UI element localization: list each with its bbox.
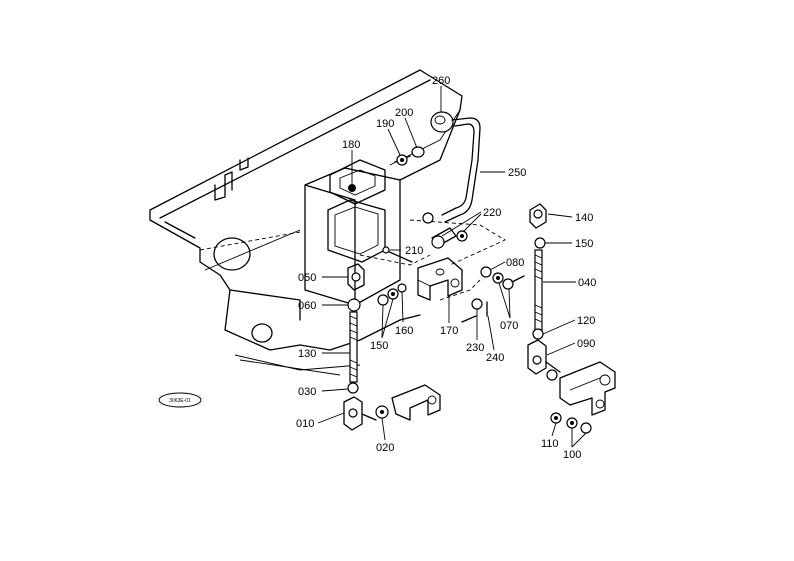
right-rod-assembly [527,203,561,381]
pin-210 [382,246,413,263]
label-part-010: 010 [296,418,314,430]
label-part-130: 130 [298,348,316,360]
label-part-030: 030 [298,386,316,398]
washer-080 [480,266,525,290]
label-part-050: 050 [298,272,316,284]
bracket-020 [375,384,441,421]
label-part-140: 140 [575,212,593,224]
stamp: 3063E-01 [158,392,202,408]
label-part-020: 020 [376,442,394,454]
label-part-250: 250 [508,167,526,179]
bracket-170 [417,257,463,301]
label-part-150-upper: 150 [575,238,593,250]
label-part-210: 210 [405,245,423,257]
label-part-230: 230 [466,342,484,354]
bracket-right [550,361,616,434]
link-220 [422,212,468,249]
label-part-190: 190 [376,118,394,130]
label-part-100: 100 [563,449,581,461]
leader-lines [317,86,587,448]
label-part-150-lower: 150 [370,340,388,352]
part-labels: 260 200 190 180 250 220 140 150 210 080 … [296,75,596,461]
nuts-150-160 [377,283,407,306]
label-part-180: 180 [342,139,360,151]
label-part-160: 160 [395,325,413,337]
pins-230-240 [461,298,488,323]
label-part-170: 170 [440,325,458,337]
label-part-110: 110 [541,438,559,450]
label-part-200: 200 [395,107,413,119]
bolt-180 [348,184,356,192]
label-part-220: 220 [483,207,501,219]
pipe-assembly [430,111,481,223]
label-part-120: 120 [577,315,595,327]
label-part-080: 080 [506,257,524,269]
label-part-240: 240 [486,352,504,364]
bolt-190-200 [394,146,425,166]
stamp-text: 3063E-01 [169,398,191,404]
label-part-070: 070 [500,320,518,332]
left-rod-assembly [343,263,377,431]
label-part-060: 060 [298,300,316,312]
label-part-040: 040 [578,277,596,289]
label-part-260: 260 [432,75,450,87]
label-part-090: 090 [577,338,595,350]
